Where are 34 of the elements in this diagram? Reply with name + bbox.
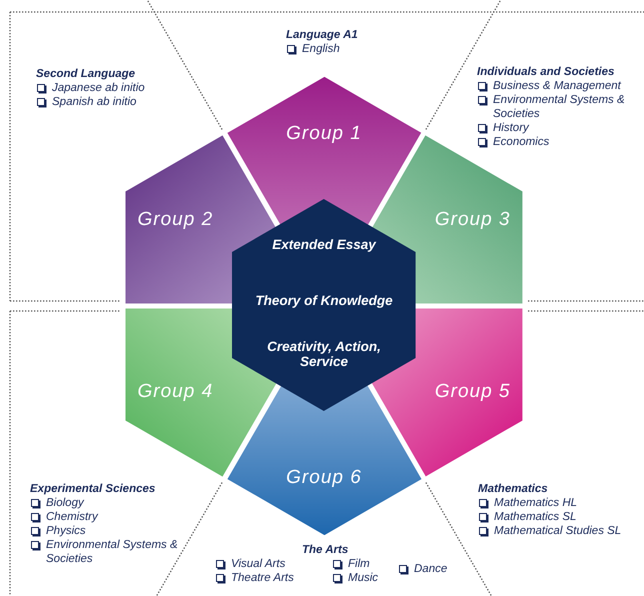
subject-group-heading: Individuals and Societies (477, 65, 614, 79)
subject-name: Environmental Systems & Societies (493, 93, 626, 121)
subject-group-heading: Second Language (36, 67, 136, 81)
subject-group-heading: Language A1 (286, 28, 358, 42)
subject-name: English (302, 42, 340, 56)
subject-name: Spanish ab initio (52, 95, 136, 109)
group-label: Group 2 (137, 209, 214, 232)
subject-name: History (493, 121, 529, 135)
subject-name: Mathematics HL (494, 496, 578, 510)
subject-name: Music (348, 571, 378, 585)
core-component-text: Creativity, Action, Service (266, 339, 382, 369)
subject-name: Japanese ab initio (52, 81, 145, 95)
core-component-text: Extended Essay (271, 237, 378, 252)
subject-name: Biology (46, 496, 84, 510)
subject-name: Mathematics SL (494, 510, 576, 524)
subject-name: Economics (493, 135, 550, 149)
subject-name: Dance (414, 562, 448, 576)
subject-name: Physics (46, 524, 86, 538)
group-label: Group 6 (286, 466, 362, 489)
subject-group-heading: The Arts (302, 543, 348, 557)
subject-name: Visual Arts (231, 557, 286, 571)
core-component-text: Theory of Knowledge (254, 293, 394, 308)
subject-name: Film (348, 557, 370, 571)
subject-name: Mathematical Studies SL (494, 524, 622, 538)
subject-name: Chemistry (46, 510, 98, 524)
group-label: Group 1 (286, 123, 362, 146)
subject-group-heading: Experimental Sciences (30, 482, 156, 496)
group-label: Group 5 (434, 380, 510, 403)
subject-name: Environmental Systems & Societies (46, 538, 179, 566)
subject-name: Business & Management (493, 79, 621, 93)
subject-name: Theatre Arts (231, 571, 294, 585)
subject-group-heading: Mathematics (478, 482, 548, 496)
group-label: Group 4 (137, 380, 214, 403)
group-label: Group 3 (434, 209, 510, 232)
